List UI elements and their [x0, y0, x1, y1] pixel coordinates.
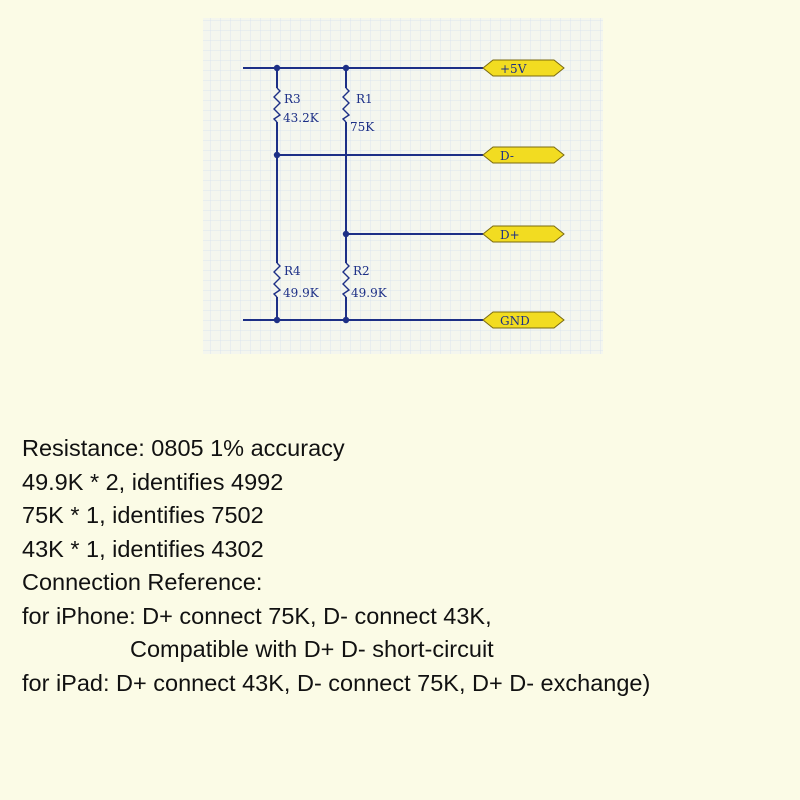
- port-label: D+: [500, 228, 520, 242]
- resistor-r3: R3 43.2K: [272, 87, 320, 125]
- port-label: +5V: [500, 62, 527, 76]
- note-line: 43K * 1, identifies 4302: [22, 535, 264, 562]
- junction-dot: [342, 64, 350, 72]
- junction-dot: [342, 316, 350, 324]
- resistor-symbol: [341, 262, 351, 298]
- resistor-symbol: [272, 262, 282, 298]
- resistor-value: 75K: [350, 120, 375, 134]
- usb-charging-schematic: R3 43.2K R1 75K R4 49.9K R2 49.9K +5V D-…: [203, 18, 603, 354]
- note-line: Compatible with D+ D- short-circuit: [130, 636, 494, 662]
- junction-dot: [273, 151, 281, 159]
- resistor-ref: R2: [353, 264, 370, 278]
- resistor-ref: R3: [284, 92, 301, 106]
- resistor-r4: R4 49.9K: [272, 262, 320, 300]
- junction-dot: [273, 316, 281, 324]
- note-line: 49.9K * 2, identifies 4992: [22, 468, 284, 495]
- note-line: 75K * 1, identifies 7502: [22, 502, 264, 528]
- note-line: Resistance: 0805 1% accuracy: [22, 435, 345, 461]
- resistor-r2: R2 49.9K: [341, 262, 388, 300]
- resistor-value: 49.9K: [283, 286, 320, 300]
- note-line: for iPad: D+ connect 43K, D- connect 75K…: [22, 669, 651, 696]
- note-line: for iPhone: D+ connect 75K, D- connect 4…: [22, 602, 492, 629]
- port-label: GND: [500, 314, 530, 328]
- port-gnd: GND: [482, 311, 565, 329]
- specification-notes: Resistance: 0805 1% accuracy 49.9K * 2, …: [22, 432, 650, 700]
- resistor-ref: R4: [284, 264, 301, 278]
- resistor-r1: R1 75K: [341, 87, 375, 134]
- junction-dot: [273, 64, 281, 72]
- wires: [243, 67, 483, 321]
- note-line: Connection Reference:: [22, 569, 263, 595]
- junctions: [273, 64, 350, 324]
- resistor-value: 49.9K: [351, 286, 388, 300]
- resistor-symbol: [341, 87, 351, 123]
- port-label: D-: [500, 149, 514, 163]
- port-d-minus: D-: [482, 146, 565, 164]
- resistor-symbol: [272, 87, 282, 123]
- resistor-ref: R1: [356, 92, 373, 106]
- resistor-value: 43.2K: [283, 111, 320, 125]
- port-5v: +5V: [482, 59, 565, 77]
- junction-dot: [342, 230, 350, 238]
- port-d-plus: D+: [482, 225, 565, 243]
